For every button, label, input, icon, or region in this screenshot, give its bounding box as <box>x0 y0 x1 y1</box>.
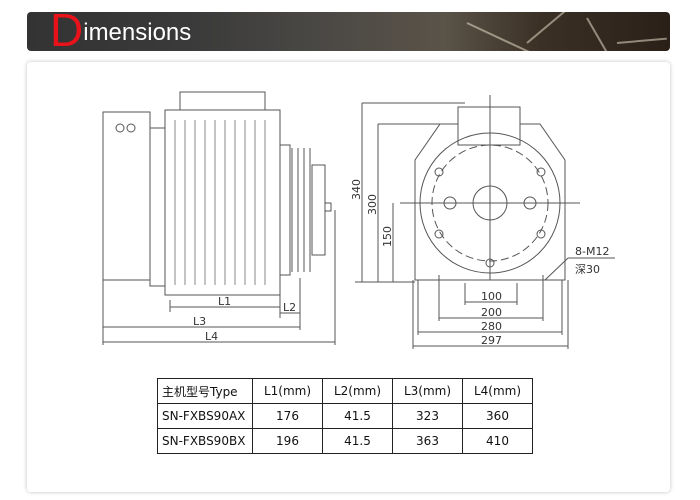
section-title: Dimensions <box>50 12 192 51</box>
cell-l4: 410 <box>462 428 533 454</box>
table-row: SN-FXBS90AX 176 41.5 323 360 <box>157 403 533 429</box>
header-type: 主机型号Type <box>157 378 253 404</box>
front-view: 340 300 150 100 200 280 297 8-M12 深30 <box>350 95 615 349</box>
dim-297: 297 <box>481 334 502 347</box>
title-initial: D <box>50 12 84 51</box>
section-header-banner: Dimensions <box>27 12 670 51</box>
bolt-depth: 深30 <box>575 263 600 276</box>
cell-l4: 360 <box>462 403 533 429</box>
dim-300: 300 <box>366 194 379 215</box>
table-header-row: 主机型号Type L1(mm) L2(mm) L3(mm) L4(mm) <box>157 378 533 404</box>
cell-type: SN-FXBS90BX <box>157 428 253 454</box>
cell-type: SN-FXBS90AX <box>157 403 253 429</box>
header-l3: L3(mm) <box>392 378 463 404</box>
cell-l3: 363 <box>392 428 463 454</box>
dimensions-table: 主机型号Type L1(mm) L2(mm) L3(mm) L4(mm) SN-… <box>157 378 533 454</box>
header-l2: L2(mm) <box>322 378 393 404</box>
table-row: SN-FXBS90BX 196 41.5 363 410 <box>157 428 533 454</box>
dim-200: 200 <box>481 306 502 319</box>
cell-l2: 41.5 <box>322 403 393 429</box>
title-rest: imensions <box>83 19 192 46</box>
header-l4: L4(mm) <box>462 378 533 404</box>
dim-150: 150 <box>381 226 394 247</box>
cell-l1: 176 <box>252 403 323 429</box>
dim-l3: L3 <box>193 315 206 328</box>
dim-l2: L2 <box>283 301 296 314</box>
dim-280: 280 <box>481 320 502 333</box>
dim-340: 340 <box>350 179 363 200</box>
cell-l1: 196 <box>252 428 323 454</box>
header-l1: L1(mm) <box>252 378 323 404</box>
dim-100: 100 <box>481 290 502 303</box>
dim-l1: L1 <box>218 295 231 308</box>
bolt-spec: 8-M12 <box>575 245 609 258</box>
side-view: L1 L2 L3 L4 <box>102 91 336 345</box>
cell-l3: 323 <box>392 403 463 429</box>
cell-l2: 41.5 <box>322 428 393 454</box>
dim-l4: L4 <box>205 330 218 343</box>
